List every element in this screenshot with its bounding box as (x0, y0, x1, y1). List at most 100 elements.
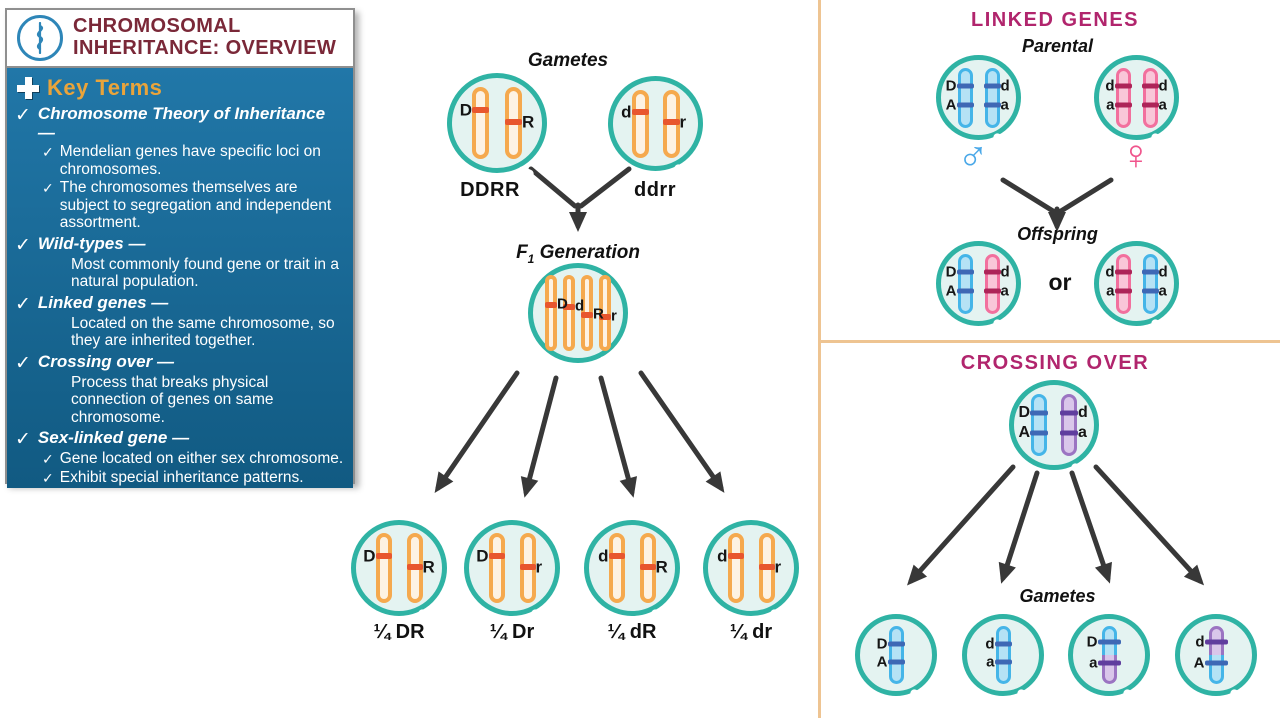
gene-band (1141, 83, 1159, 89)
gene-band (1097, 660, 1121, 666)
check-icon: ✓ (15, 293, 31, 315)
allele-label: D (476, 546, 489, 566)
plus-icon (17, 77, 39, 99)
key-term-description: ✓Exhibit special inheritance patterns. (42, 469, 344, 487)
check-icon: ✓ (15, 105, 31, 126)
gene-band (983, 83, 1001, 89)
check-icon: ✓ (42, 180, 54, 197)
gene-band (406, 563, 423, 570)
check-icon: ✓ (42, 469, 54, 486)
gametes-label-dihybrid: Gametes (527, 50, 609, 71)
key-term-name: Crossing over — (37, 351, 174, 371)
chromosome: d (563, 275, 584, 351)
allele-label: d (1105, 77, 1115, 95)
allele-label: a (1158, 282, 1167, 300)
gene-band (608, 552, 625, 559)
chromosome: D (476, 533, 505, 603)
gene-band (1097, 639, 1121, 645)
key-terms-list: ✓Chromosome Theory of Inheritance —✓Mend… (15, 104, 344, 487)
key-term: ✓ Crossing over — (15, 351, 344, 374)
key-term-name: Wild-types — (37, 233, 146, 253)
gene-band (1204, 660, 1228, 666)
crossover-arrow-2 (998, 470, 1040, 584)
allele-label: R (522, 112, 535, 132)
allele-label: a (1078, 423, 1087, 441)
allele-label: r (611, 307, 617, 325)
chromosome: r (662, 89, 686, 158)
gene-band (581, 312, 593, 319)
f1-arrow-1 (434, 370, 520, 493)
crossover-arrow-4 (1093, 464, 1205, 586)
gene-band (1141, 269, 1159, 275)
chromosome: r (599, 275, 617, 351)
chromosome: r (519, 533, 542, 603)
f1-subscript: 1 (527, 251, 535, 266)
gametes-label-crossing: Gametes (1019, 586, 1096, 606)
female-symbol: ♀ (1120, 131, 1152, 178)
allele-label: d (1000, 263, 1010, 281)
gene-band (1141, 102, 1159, 108)
caduceus-icon (17, 15, 63, 61)
gene-band (956, 288, 974, 294)
allele-label: D (1086, 633, 1098, 651)
gene-band (639, 563, 656, 570)
gene-band (662, 119, 680, 126)
allele-label: D (1018, 403, 1030, 421)
gene-band (887, 659, 905, 665)
key-term-description: Most commonly found gene or trait in a n… (71, 256, 344, 291)
allele-label: A (945, 282, 957, 300)
allele-label: A (1018, 423, 1030, 441)
allele-label: D (459, 100, 472, 120)
allele-label: a (1000, 282, 1009, 300)
allele-label: D (363, 546, 376, 566)
key-term-description: ✓Mendelian genes have specific loci on c… (42, 143, 344, 178)
linked-merge-left (1000, 177, 1056, 214)
chromosome: D (460, 87, 489, 159)
gene-band (1060, 410, 1078, 416)
allele-label: a (1089, 654, 1098, 672)
key-term-text: Most commonly found gene or trait in a n… (71, 255, 339, 291)
allele-label: D (557, 295, 568, 313)
key-term-text: Located on the same chromosome, so they … (71, 314, 335, 350)
key-term: ✓Linked genes — (15, 293, 344, 315)
gene-band (375, 552, 392, 559)
chromosome: R (581, 275, 604, 351)
vertical-divider (818, 0, 821, 718)
gene-band (599, 314, 611, 321)
gene-band (727, 552, 744, 559)
check-icon: ✓ (15, 234, 31, 256)
allele-label: d (1105, 263, 1115, 281)
gene-band (994, 641, 1012, 647)
offspring-fraction-3: ¼ dR (607, 621, 657, 643)
chromosome: r (758, 533, 781, 603)
gene-band (545, 301, 557, 308)
gene-band (956, 269, 974, 275)
gene-band (994, 659, 1012, 665)
gene-band (983, 269, 1001, 275)
check-icon: ✓ (15, 352, 31, 374)
page-title: CHROMOSOMAL INHERITANCE: OVERVIEW (73, 16, 336, 59)
